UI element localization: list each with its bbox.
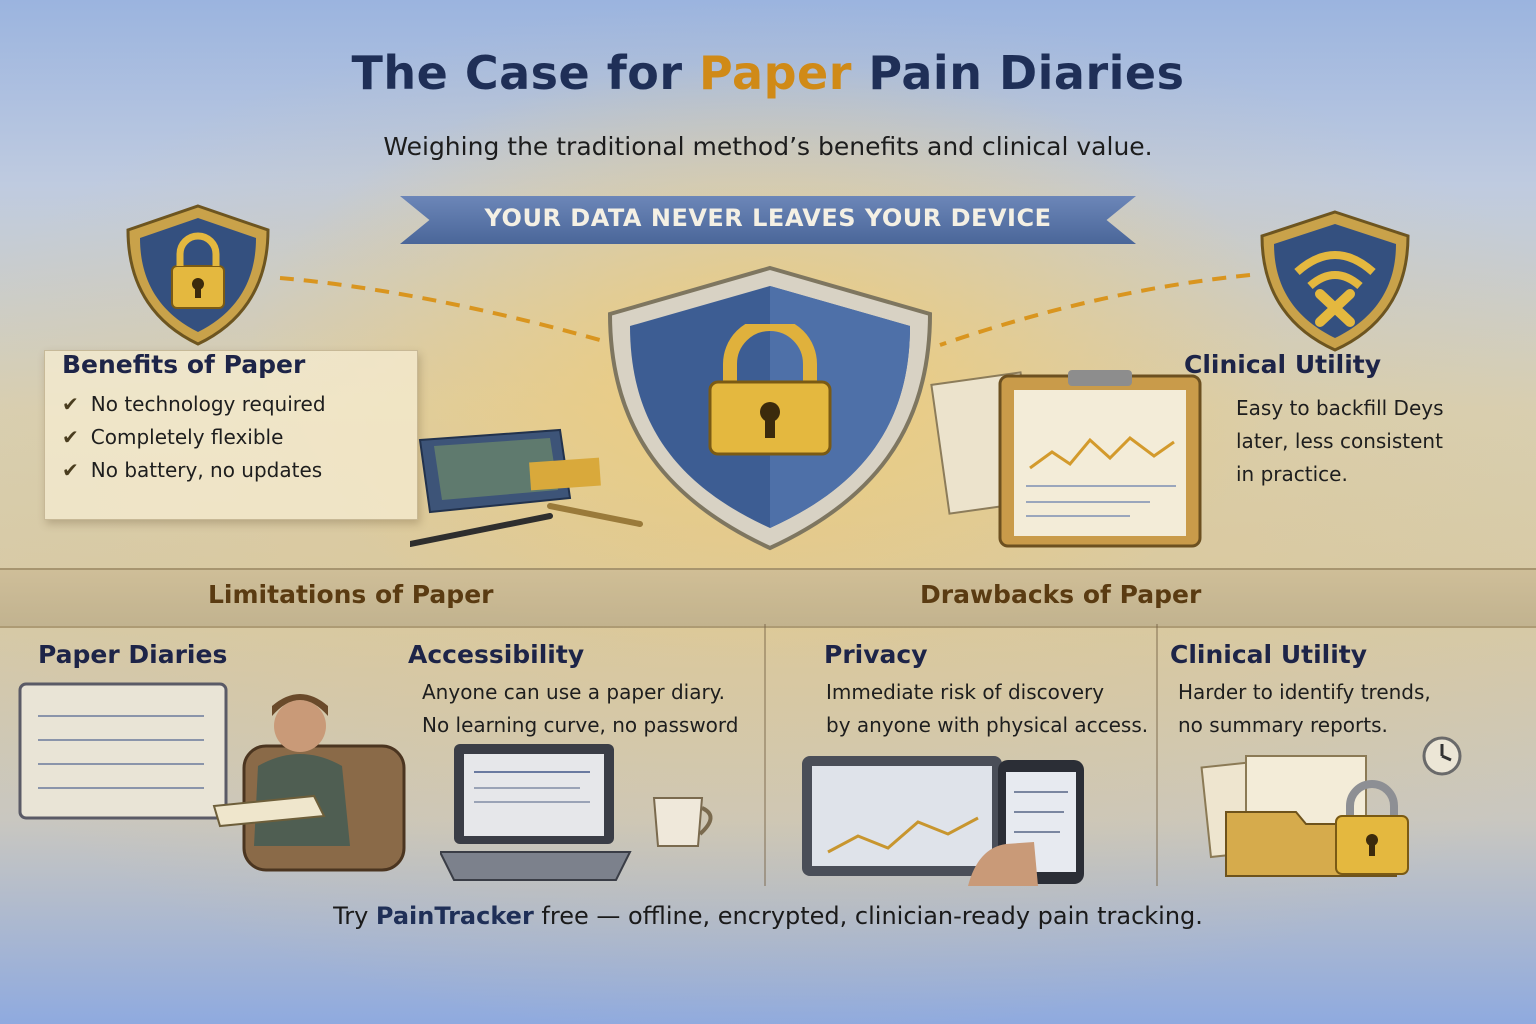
connector-lines — [279, 273, 1251, 347]
section-band — [0, 568, 1536, 628]
benefits-list: ✔No technology required ✔Completely flex… — [62, 388, 326, 487]
paper-diaries-heading: Paper Diaries — [38, 640, 228, 669]
page-title: The Case for Paper Pain Diaries — [0, 46, 1536, 100]
title-text-start: The Case for — [351, 46, 700, 100]
clinical-utility-bottom-heading: Clinical Utility — [1170, 640, 1368, 669]
checkmark-icon: ✔ — [62, 392, 79, 416]
checkmark-icon: ✔ — [62, 458, 79, 482]
accessibility-heading: Accessibility — [408, 640, 585, 669]
limitations-heading: Limitations of Paper — [208, 580, 494, 609]
footer-cta: Try PainTracker free — offline, encrypte… — [333, 902, 1203, 930]
panel-divider — [764, 624, 766, 886]
clock-icon — [1422, 736, 1462, 776]
privacy-text: Immediate risk of discovery by anyone wi… — [826, 680, 1149, 737]
banner-text: YOUR DATA NEVER LEAVES YOUR DEVICE — [484, 204, 1052, 232]
benefit-item: ✔Completely flexible — [62, 425, 284, 449]
benefits-heading: Benefits of Paper — [62, 350, 306, 379]
banner-ribbon — [400, 196, 1136, 244]
woman-writing-diary-illustration — [18, 682, 406, 872]
title-text-end: Pain Diaries — [851, 46, 1185, 100]
accessibility-text: Anyone can use a paper diary. No learnin… — [422, 680, 739, 737]
shield-no-wifi-icon — [1260, 210, 1410, 352]
laptop-and-mug-illustration — [440, 744, 713, 881]
shield-lock-icon — [126, 204, 270, 346]
clinical-utility-top-heading: Clinical Utility — [1184, 350, 1382, 379]
brand-name: PainTracker — [375, 902, 534, 930]
benefits-card — [44, 350, 418, 520]
clipboard-chart-illustration — [930, 370, 1202, 548]
benefit-item: ✔No technology required — [62, 392, 326, 416]
checkmark-icon: ✔ — [62, 425, 79, 449]
panel-divider — [1156, 624, 1158, 886]
notebook-and-pens-illustration — [410, 428, 643, 547]
clinical-utility-bottom-text: Harder to identify trends, no summary re… — [1178, 680, 1431, 737]
privacy-heading: Privacy — [824, 640, 928, 669]
folder-with-lock-illustration — [1200, 755, 1409, 877]
padlock-icon — [708, 324, 832, 456]
clinical-utility-top-text: Easy to backfill Deys later, less consis… — [1236, 396, 1444, 486]
subtitle: Weighing the traditional method’s benefi… — [383, 132, 1153, 161]
title-highlight: Paper — [699, 46, 852, 100]
drawbacks-heading: Drawbacks of Paper — [920, 580, 1202, 609]
benefit-item: ✔No battery, no updates — [62, 458, 323, 482]
tablet-and-phone-illustration — [802, 756, 1084, 886]
